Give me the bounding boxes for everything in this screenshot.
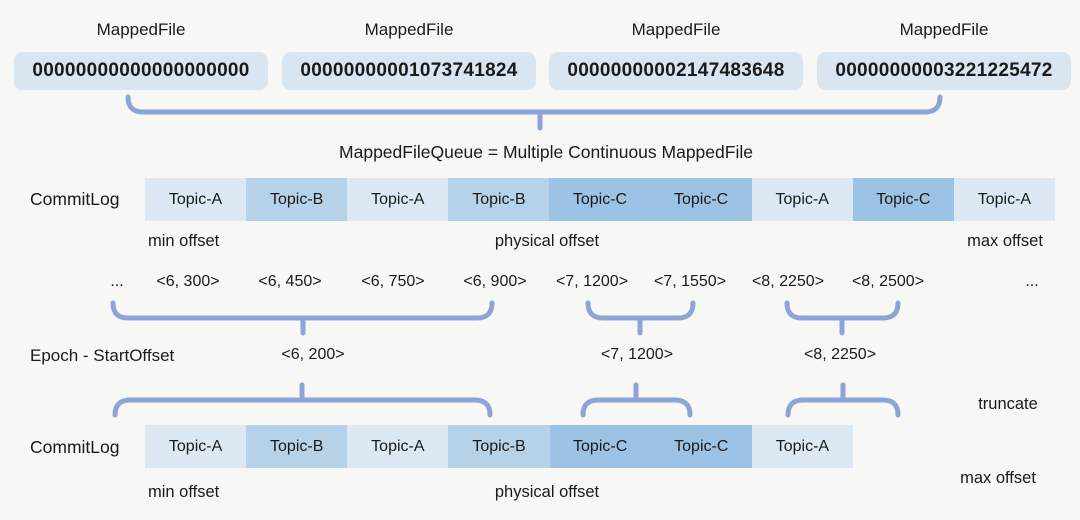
mappedfile-group-brace	[125, 94, 943, 131]
offset-6-900: <6, 900>	[463, 273, 527, 290]
commitlog-bottom-block-1: Topic-A	[145, 425, 247, 468]
bottom-max-offset-label: max offset	[960, 469, 1036, 487]
bottom-physical-offset-label: physical offset	[494, 483, 600, 501]
epoch6-offsets-brace	[110, 300, 495, 336]
commitlog-bottom-block-7: Topic-A	[751, 425, 853, 468]
commitlog-bottom-blocks: Topic-A Topic-B Topic-A Topic-B Topic-C …	[145, 425, 853, 468]
mappedfile-box-1: 00000000000000000000	[14, 52, 268, 90]
mappedfile-box-2: 00000000001073741824	[282, 52, 536, 90]
mappedfile-box-4: 00000000003221225472	[817, 52, 1071, 90]
mappedfilequeue-caption: MappedFileQueue = Multiple Continuous Ma…	[339, 142, 753, 162]
offset-7-1550: <7, 1550>	[653, 273, 727, 290]
commitlog-top-block-7: Topic-A	[751, 178, 853, 221]
epoch7-offsets-brace	[585, 300, 696, 336]
mappedfile-label-4: MappedFile	[899, 20, 989, 39]
epoch8-offsets-brace	[784, 300, 901, 336]
truncate-label: truncate	[978, 395, 1038, 413]
commitlog-top-label: CommitLog	[30, 189, 120, 209]
offset-8-2500: <8, 2500>	[851, 273, 925, 290]
commitlog-top-block-1: Topic-A	[145, 178, 247, 221]
bottom-min-offset-label: min offset	[148, 483, 220, 501]
mappedfile-box-3: 00000000002147483648	[549, 52, 803, 90]
offset-8-2250: <8, 2250>	[751, 273, 825, 290]
commitlog-bottom-block-4: Topic-B	[448, 425, 550, 468]
commitlog-top-blocks: Topic-A Topic-B Topic-A Topic-B Topic-C …	[145, 178, 1055, 221]
mappedfile-label-3: MappedFile	[631, 20, 721, 39]
mappedfile-label-2: MappedFile	[364, 20, 454, 39]
offset-6-300: <6, 300>	[156, 273, 220, 290]
commitlog-top-block-8: Topic-C	[852, 178, 954, 221]
commitlog-bottom-block-3: Topic-A	[347, 425, 449, 468]
commitlog-top-block-6: Topic-C	[650, 178, 752, 221]
commitlog-bottom-block-2: Topic-B	[246, 425, 348, 468]
epoch7-commitlog-brace	[580, 382, 693, 418]
top-min-offset-label: min offset	[148, 232, 220, 250]
commitlog-top-block-5: Topic-C	[549, 178, 651, 221]
offset-6-450: <6, 450>	[258, 273, 322, 290]
epoch-entry-6-200: <6, 200>	[281, 346, 345, 363]
epoch8-commitlog-brace	[785, 382, 901, 418]
epoch-entry-7-1200: <7, 1200>	[600, 346, 674, 363]
offset-7-1200: <7, 1200>	[555, 273, 629, 290]
commitlog-top-block-9: Topic-A	[953, 178, 1055, 221]
epoch-entry-8-2250: <8, 2250>	[803, 346, 877, 363]
mappedfile-label-1: MappedFile	[96, 20, 186, 39]
epoch-startoffset-label: Epoch - StartOffset	[30, 346, 175, 365]
commitlog-top-block-4: Topic-B	[448, 178, 550, 221]
offset-6-750: <6, 750>	[361, 273, 425, 290]
commitlog-bottom-label: CommitLog	[30, 437, 120, 457]
commitlog-bottom-block-5: Topic-C	[549, 425, 651, 468]
offset-ellipsis-left: ...	[110, 273, 124, 290]
commitlog-bottom-block-6: Topic-C	[650, 425, 752, 468]
commitlog-top-block-2: Topic-B	[246, 178, 348, 221]
top-physical-offset-label: physical offset	[494, 232, 600, 250]
commitlog-top-block-3: Topic-A	[347, 178, 449, 221]
top-max-offset-label: max offset	[967, 232, 1043, 250]
offset-ellipsis-right: ...	[1025, 273, 1039, 290]
epoch6-commitlog-brace	[112, 382, 493, 418]
